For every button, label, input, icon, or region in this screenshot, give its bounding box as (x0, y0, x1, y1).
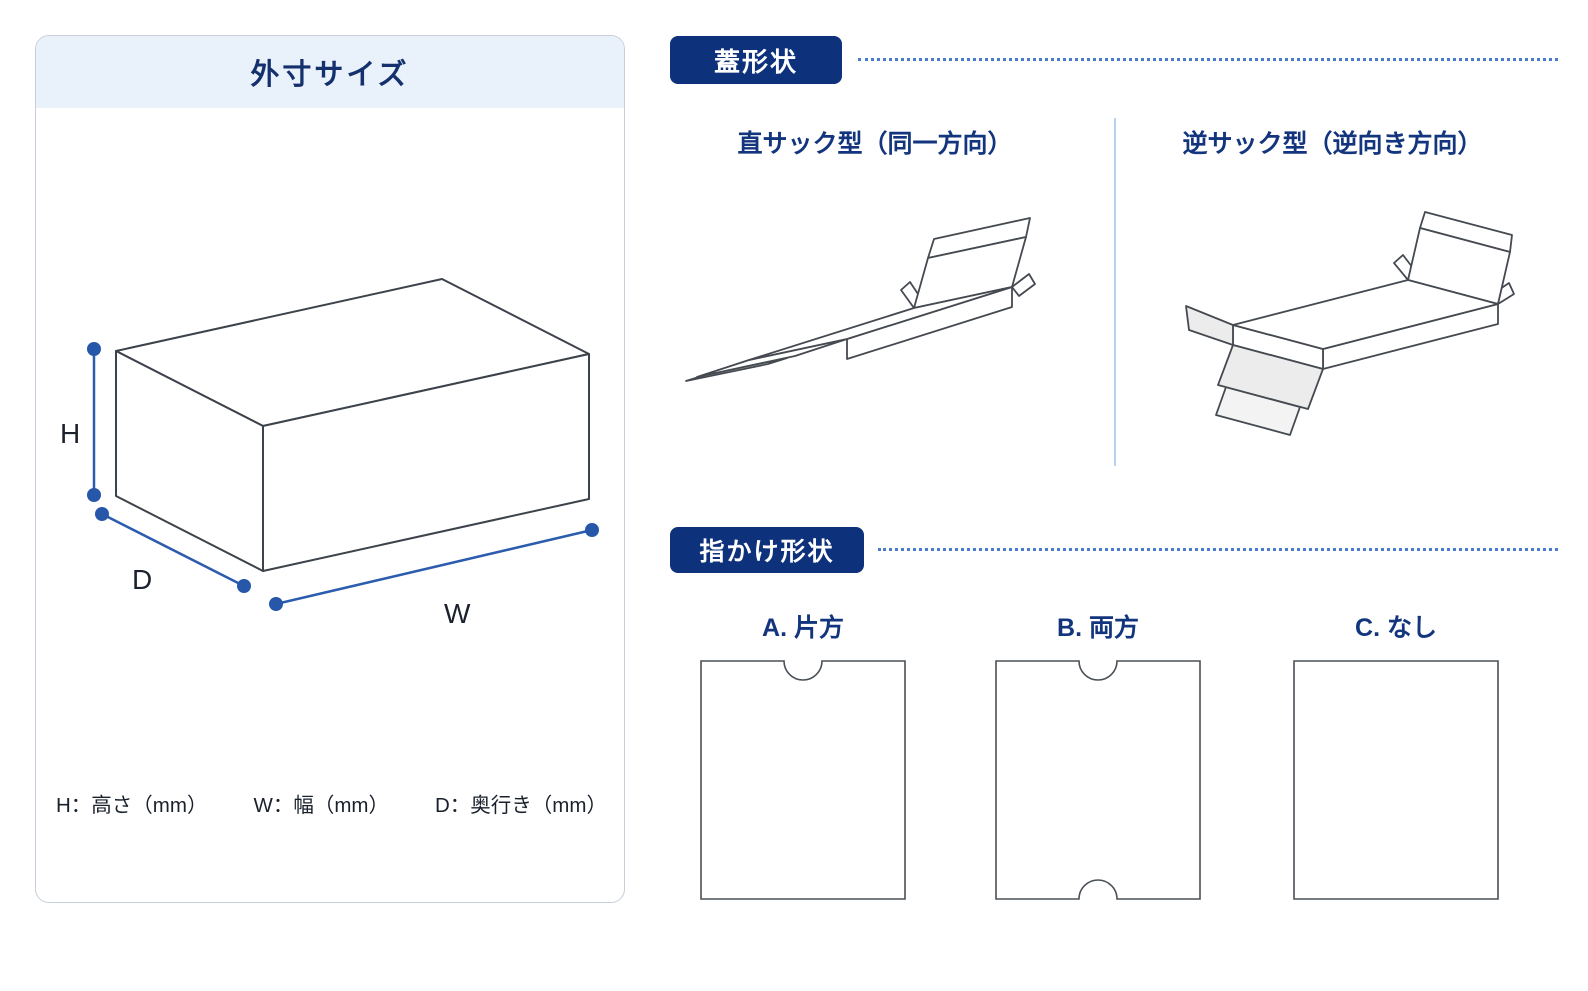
width-dimension-line (269, 523, 599, 611)
height-dim-label: H (60, 418, 81, 449)
legend-height: H：高さ（mm） (56, 794, 208, 817)
height-dimension-line (87, 342, 101, 502)
thumb-notch-badge: 指かけ形状 (670, 527, 864, 573)
outer-box-diagram (87, 278, 599, 611)
depth-dimension-line (95, 507, 251, 593)
outer-box-drawing (115, 278, 590, 572)
lid-shape-badge: 蓋形状 (670, 36, 842, 84)
outer-size-title: 外寸サイズ (250, 59, 410, 91)
outer-size-card: 外寸サイズ (35, 35, 625, 903)
notch-none-drawing (1293, 660, 1499, 900)
dimension-legend: H：高さ（mm） W：幅（mm） D：奥行き（mm） (56, 788, 616, 818)
depth-dim-label: D (132, 564, 153, 595)
width-dim-label: W (444, 598, 471, 629)
outer-size-card-header: 外寸サイズ (36, 36, 624, 108)
notch-both-sides-drawing (995, 660, 1201, 900)
reverse-tuck-carton-drawing (1185, 211, 1515, 436)
lid-section-dotted-rule (858, 58, 1558, 61)
notch-option-b-label: B. 両方 (1057, 614, 1139, 642)
lid-option-straight-label: 直サック型（同一方向） (737, 130, 1013, 158)
lid-option-reverse-label: 逆サック型（逆向き方向） (1182, 130, 1483, 158)
notch-section-dotted-rule (878, 548, 1558, 551)
straight-tuck-carton-drawing (685, 217, 1036, 382)
notch-option-a-label: A. 片方 (762, 614, 844, 642)
lid-options-divider (1114, 118, 1116, 466)
legend-width: W：幅（mm） (253, 794, 389, 817)
notch-one-side-drawing (700, 660, 906, 900)
notch-option-c-label: C. なし (1355, 614, 1437, 642)
legend-depth: D：奥行き（mm） (434, 794, 607, 817)
